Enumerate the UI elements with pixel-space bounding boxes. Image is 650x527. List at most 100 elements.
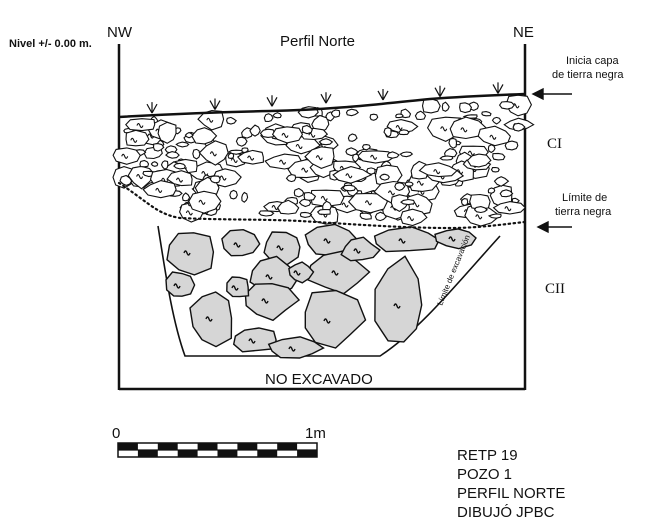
stone-mark bbox=[407, 215, 415, 222]
stone-mark bbox=[295, 143, 303, 150]
stone-ci bbox=[400, 208, 428, 227]
stone-ci bbox=[198, 140, 229, 166]
stone-ci bbox=[459, 102, 473, 114]
layer-label-cii: CII bbox=[545, 281, 565, 297]
layer-label-ci: CI bbox=[547, 136, 562, 152]
stone-mark bbox=[331, 270, 339, 276]
stone-mark bbox=[315, 155, 323, 161]
grass-tuft bbox=[320, 92, 332, 104]
scale-cell bbox=[257, 450, 278, 457]
stone-mark bbox=[173, 283, 181, 289]
stone-ci bbox=[487, 187, 496, 194]
stone-ci bbox=[473, 206, 488, 214]
stone-ci bbox=[345, 147, 359, 157]
stone-ci bbox=[173, 162, 186, 170]
excavation-outline bbox=[157, 225, 501, 357]
scale-cell bbox=[118, 443, 138, 450]
stone-ci bbox=[303, 191, 317, 201]
stone-ci bbox=[259, 128, 276, 138]
stone-ci bbox=[490, 166, 500, 173]
scale-cell bbox=[237, 443, 258, 450]
stone-ci bbox=[188, 190, 222, 214]
profile-title: Perfil Norte bbox=[280, 33, 356, 50]
stone-mark bbox=[247, 155, 255, 161]
stone-mark bbox=[205, 316, 213, 322]
grass-tuft bbox=[492, 82, 504, 94]
stone-mark bbox=[301, 167, 309, 173]
arrow-limit-layer bbox=[536, 220, 572, 234]
stone-mark bbox=[440, 126, 448, 132]
stone-ci bbox=[226, 116, 238, 125]
stone-ci bbox=[165, 151, 180, 159]
stone-mark bbox=[248, 338, 256, 344]
stone-ci bbox=[175, 141, 190, 148]
stone-mark bbox=[293, 270, 301, 276]
stone-ci bbox=[142, 180, 177, 199]
stone-ci bbox=[271, 126, 304, 144]
stone-mark bbox=[185, 210, 193, 216]
stone-mark bbox=[271, 205, 279, 211]
stone-mark bbox=[155, 187, 163, 194]
vegetation-marks bbox=[146, 82, 504, 114]
stone-ci bbox=[449, 116, 488, 140]
stone-mark bbox=[276, 245, 284, 251]
arrow-start-layer bbox=[531, 87, 572, 101]
info-site: RETP 19 bbox=[457, 447, 518, 464]
stone-mark bbox=[467, 150, 475, 156]
not-excavated-label: NO EXCAVADO bbox=[265, 371, 373, 388]
stone-ci bbox=[209, 175, 221, 184]
stone-ci bbox=[227, 152, 235, 159]
stone-ci bbox=[150, 161, 159, 167]
level-label: Nivel +/- 0.00 m. bbox=[9, 38, 92, 50]
stone-cii bbox=[232, 327, 277, 353]
stone-ci bbox=[293, 187, 305, 198]
corner-label-ne: NE bbox=[513, 24, 534, 41]
stone-ci bbox=[379, 173, 390, 181]
stone-ci bbox=[316, 208, 331, 215]
stone-ci bbox=[181, 192, 191, 202]
scale-cell bbox=[197, 443, 218, 450]
stone-ci bbox=[492, 152, 506, 161]
stone-ci bbox=[400, 198, 416, 206]
stone-ci bbox=[299, 211, 313, 218]
stone-mark bbox=[265, 274, 273, 280]
stone-cii bbox=[304, 289, 367, 349]
stone-cii bbox=[189, 291, 233, 348]
stone-ci bbox=[414, 110, 427, 121]
scale-cell bbox=[137, 450, 158, 457]
stone-mark bbox=[198, 199, 206, 205]
stone-ci bbox=[157, 121, 177, 144]
stone-cii bbox=[165, 271, 196, 297]
stone-mark bbox=[460, 127, 468, 133]
stone-cii bbox=[373, 226, 441, 253]
stone-ci bbox=[439, 155, 454, 161]
stone-ci bbox=[491, 116, 502, 125]
start-layer-note-line2: de tierra negra bbox=[552, 69, 624, 81]
stone-mark bbox=[504, 206, 512, 212]
stone-ci bbox=[361, 144, 371, 151]
stone-ci bbox=[272, 112, 282, 119]
scale-cell bbox=[217, 450, 238, 457]
stone-mark bbox=[308, 132, 316, 138]
stone-mark bbox=[416, 180, 424, 186]
stone-cii bbox=[340, 236, 381, 262]
scale-cell bbox=[157, 443, 178, 450]
stone-ci bbox=[318, 138, 334, 146]
stone-ci bbox=[112, 147, 141, 165]
stone-ci bbox=[493, 176, 510, 187]
stone-ci bbox=[235, 136, 248, 147]
stone-ci bbox=[166, 170, 193, 187]
stone-ci bbox=[192, 148, 201, 160]
info-profile: PERFIL NORTE bbox=[457, 485, 566, 502]
stone-mark bbox=[345, 173, 353, 179]
stone-ci bbox=[444, 148, 458, 158]
stone-ci bbox=[359, 212, 372, 220]
stone-ci bbox=[481, 111, 492, 117]
stone-mark bbox=[206, 117, 214, 123]
stone-ci bbox=[366, 167, 376, 175]
stone-ci bbox=[398, 129, 410, 136]
stone-cii bbox=[263, 231, 301, 266]
stone-ci bbox=[448, 137, 458, 149]
stone-ci bbox=[277, 199, 300, 215]
stone-ci bbox=[512, 122, 526, 132]
